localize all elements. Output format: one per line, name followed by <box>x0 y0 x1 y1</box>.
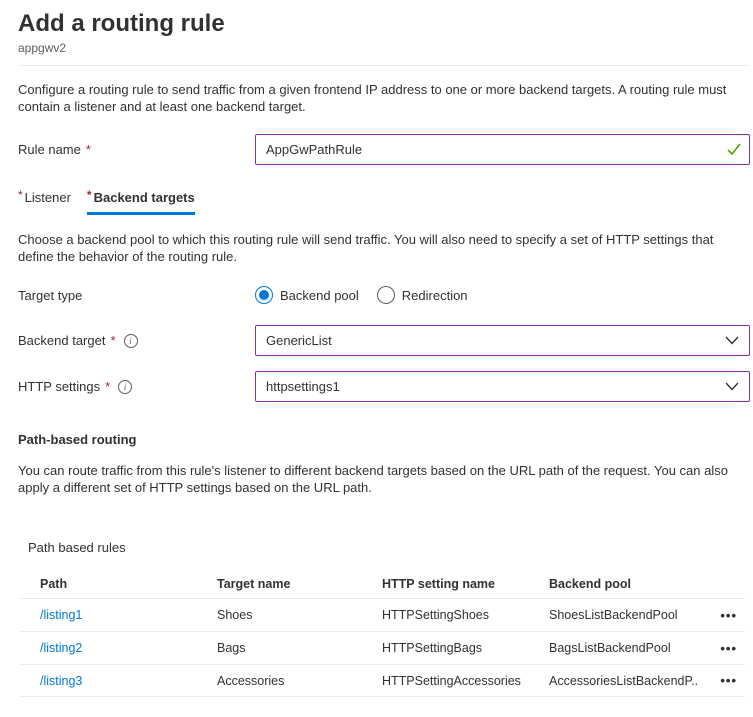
header-divider <box>18 65 750 66</box>
http-setting-name-cell: HTTPSettingShoes <box>382 608 489 622</box>
required-asterisk: * <box>85 142 91 157</box>
path-link[interactable]: /listing1 <box>40 608 83 622</box>
http-setting-name-cell: HTTPSettingBags <box>382 641 483 655</box>
info-icon[interactable]: i <box>118 379 133 394</box>
backend-target-value: GenericList <box>266 333 332 348</box>
page-subtitle: appgwv2 <box>18 41 67 55</box>
column-header-backend-pool: Backend pool <box>549 576 631 591</box>
rule-name-row: Rule name * <box>18 134 750 165</box>
row-context-menu-icon[interactable]: ••• <box>718 671 745 690</box>
row-context-menu-icon[interactable]: ••• <box>718 606 745 625</box>
table-row: /listing1 Shoes HTTPSettingShoes ShoesLi… <box>20 598 745 631</box>
target-name-cell: Shoes <box>217 608 253 622</box>
tab-backend-targets-label: Backend targets <box>93 190 195 205</box>
rule-tabs: * Listener * Backend targets <box>18 188 750 215</box>
tab-backend-targets[interactable]: * Backend targets <box>86 188 195 215</box>
target-type-label: Target type <box>18 288 255 303</box>
table-row: /listing2 Bags HTTPSettingBags BagsListB… <box>20 631 745 664</box>
backend-target-row: Backend target * i GenericList <box>18 325 750 356</box>
column-header-path: Path <box>40 576 68 591</box>
target-type-row: Target type Backend pool Redirection <box>18 286 750 304</box>
backend-target-select[interactable]: GenericList <box>255 325 750 356</box>
radio-redirection-label: Redirection <box>401 287 468 303</box>
table-row: /listing3 Accessories HTTPSettingAccesso… <box>20 664 745 697</box>
intro-text: Configure a routing rule to send traffic… <box>18 82 727 114</box>
radio-backend-pool[interactable]: Backend pool <box>255 286 359 304</box>
rule-name-label: Rule name * <box>18 142 255 157</box>
http-settings-select[interactable]: httpsettings1 <box>255 371 750 402</box>
target-name-cell: Bags <box>217 641 246 655</box>
row-context-menu-icon[interactable]: ••• <box>718 639 745 658</box>
radio-unselected-icon[interactable] <box>376 286 395 304</box>
radio-selected-icon[interactable] <box>255 286 273 304</box>
backend-targets-intro: Choose a backend pool to which this rout… <box>18 232 714 264</box>
target-name-cell: Accessories <box>217 673 285 688</box>
table-header-row: Path Target name HTTP setting name Backe… <box>20 569 745 598</box>
path-link[interactable]: /listing2 <box>40 641 83 655</box>
path-cell: /listing1 <box>20 608 217 622</box>
target-type-label-text: Target type <box>18 287 83 303</box>
rule-name-field-wrap <box>255 134 750 165</box>
info-icon[interactable]: i <box>123 333 138 348</box>
path-based-rules-table: Path Target name HTTP setting name Backe… <box>20 569 745 697</box>
required-asterisk: * <box>105 379 111 394</box>
radio-backend-pool-label: Backend pool <box>280 287 359 303</box>
http-setting-name-cell: HTTPSettingAccessories <box>382 673 521 688</box>
path-based-routing-heading: Path-based routing <box>18 432 137 447</box>
required-asterisk: * <box>110 333 116 348</box>
path-cell: /listing3 <box>20 674 217 688</box>
http-settings-value: httpsettings1 <box>266 379 340 394</box>
chevron-down-icon <box>725 336 739 345</box>
rule-name-label-text: Rule name <box>18 142 81 157</box>
required-asterisk: * <box>18 188 23 202</box>
http-settings-label-text: HTTP settings <box>18 379 101 394</box>
backend-pool-cell: ShoesListBackendPool <box>549 608 678 622</box>
column-header-target-name: Target name <box>217 576 291 591</box>
backend-pool-cell: AccessoriesListBackendP... <box>549 673 699 688</box>
tab-listener[interactable]: * Listener <box>18 188 71 215</box>
http-settings-row: HTTP settings * i httpsettings1 <box>18 371 750 402</box>
path-based-rules-table-label: Path based rules <box>28 540 126 555</box>
chevron-down-icon <box>725 382 739 391</box>
rule-name-input[interactable] <box>255 134 750 165</box>
path-link[interactable]: /listing3 <box>40 673 83 688</box>
target-type-radio-group: Backend pool Redirection <box>255 286 750 304</box>
page-title: Add a routing rule <box>18 10 225 37</box>
radio-redirection[interactable]: Redirection <box>376 286 468 304</box>
path-cell: /listing2 <box>20 641 217 655</box>
backend-pool-cell: BagsListBackendPool <box>549 641 671 655</box>
http-settings-label: HTTP settings * i <box>18 379 255 394</box>
column-header-http-setting-name: HTTP setting name <box>382 576 495 591</box>
required-asterisk: * <box>86 188 92 202</box>
tab-listener-label: Listener <box>24 190 71 205</box>
valid-check-icon <box>727 143 741 155</box>
path-based-routing-description: You can route traffic from this rule's l… <box>18 463 728 495</box>
backend-target-label: Backend target * i <box>18 333 255 348</box>
backend-target-label-text: Backend target <box>18 333 106 348</box>
